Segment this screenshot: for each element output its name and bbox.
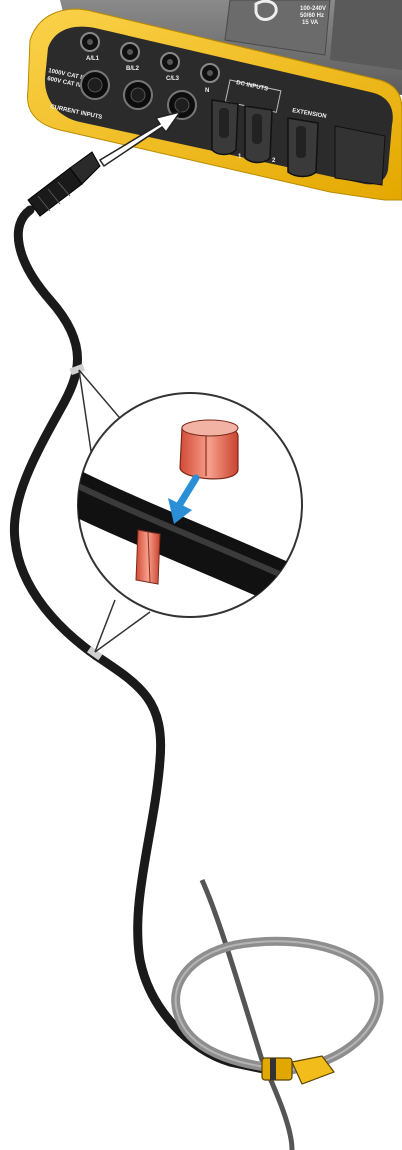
flexible-current-probe-loop [176,880,379,1150]
power-rating-line3: 15 VA [302,20,319,26]
voltage-jack-a [81,33,99,51]
port-cover-2 [245,106,272,163]
voltage-jack-n [201,64,219,82]
current-probe-cable [14,152,268,1070]
coil-coupling-lock [262,1056,334,1084]
marker-band-loose [180,420,238,479]
zoom-callout [70,370,320,652]
power-rating-line2: 50/60 Hz [300,13,324,19]
current-socket-a [81,71,109,99]
jack-b-label: B/L2 [126,66,140,72]
side-port-cover [335,126,385,185]
measured-conductor [202,880,292,1150]
marker-band-installed [136,530,160,584]
port-cover-1 [212,100,238,155]
voltage-jack-c [161,53,179,71]
extension-cover [288,118,318,177]
current-socket-b [124,81,152,109]
power-rating-line1: 100-240V [300,6,326,12]
jack-c-label: C/L3 [166,76,180,82]
jack-a-label: A/L1 [86,56,100,62]
voltage-jack-b [121,43,139,61]
connector-plug [28,152,100,216]
jack-n-label: N [205,88,209,94]
